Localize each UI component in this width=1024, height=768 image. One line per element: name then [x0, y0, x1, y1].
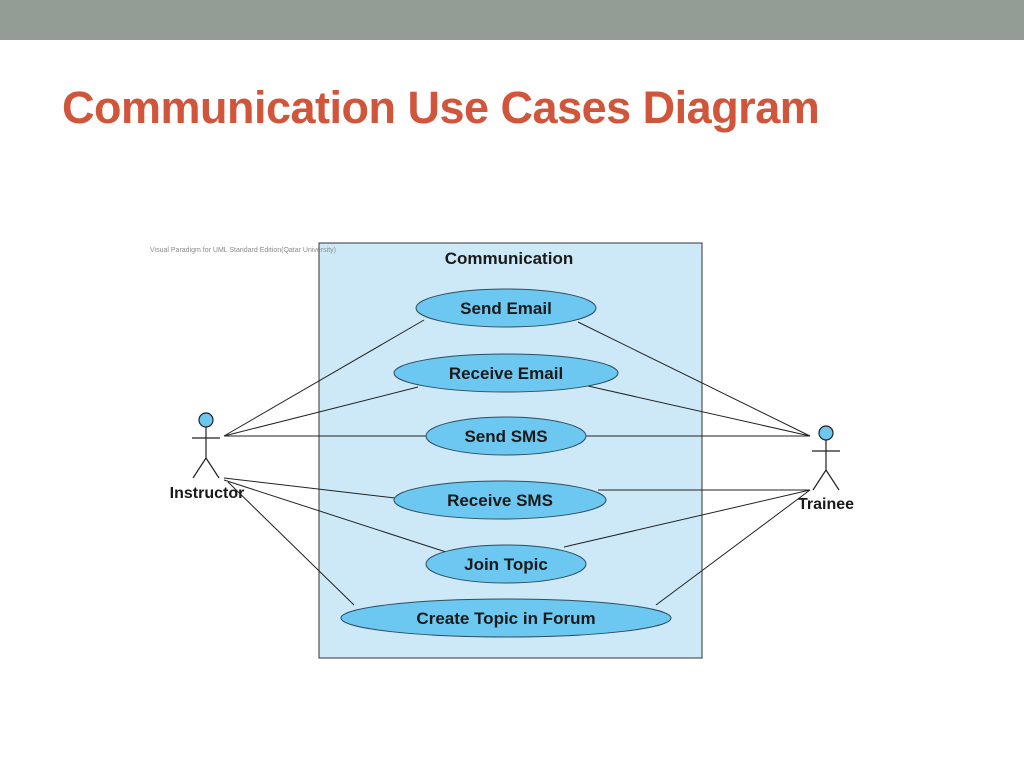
association-instructor-send-email: [223, 319, 425, 437]
association-instructor-create-topic: [227, 481, 355, 606]
association-instructor-receive-sms: [223, 477, 396, 499]
use-case-send-email: Send Email: [415, 288, 597, 328]
use-case-receive-sms: Receive SMS: [393, 480, 607, 520]
use-case-label: Create Topic in Forum: [416, 609, 595, 628]
use-case-label: Send SMS: [464, 427, 547, 446]
association-instructor-receive-email: [223, 386, 419, 437]
use-case-join-topic: Join Topic: [425, 544, 587, 584]
watermark-text: Visual Paradigm for UML Standard Edition…: [150, 247, 336, 254]
use-case-label: Receive Email: [449, 364, 563, 383]
association-trainee-create-topic: [655, 489, 811, 606]
use-case-receive-email: Receive Email: [393, 353, 619, 393]
actor-label: Instructor: [170, 485, 245, 502]
top-bar: [0, 0, 1024, 40]
actor-label: Trainee: [798, 496, 854, 513]
association-instructor-join-topic: [223, 479, 447, 553]
slide-title: Communication Use Cases Diagram: [62, 82, 820, 133]
system-boundary-label: Communication: [445, 249, 573, 268]
association-trainee-receive-email: [587, 385, 811, 437]
stick-figure-icon: [812, 425, 840, 491]
association-trainee-send-email: [577, 321, 811, 437]
actor-trainee: Trainee: [798, 425, 854, 513]
use-case-send-sms: Send SMS: [425, 416, 587, 456]
use-case-label: Join Topic: [464, 555, 548, 574]
use-case-label: Receive SMS: [447, 491, 553, 510]
use-case-label: Send Email: [460, 299, 552, 318]
actor-instructor: Instructor: [170, 412, 245, 502]
stick-figure-icon: [192, 412, 220, 479]
use-case-create-topic: Create Topic in Forum: [340, 598, 672, 638]
association-trainee-join-topic: [563, 489, 811, 548]
